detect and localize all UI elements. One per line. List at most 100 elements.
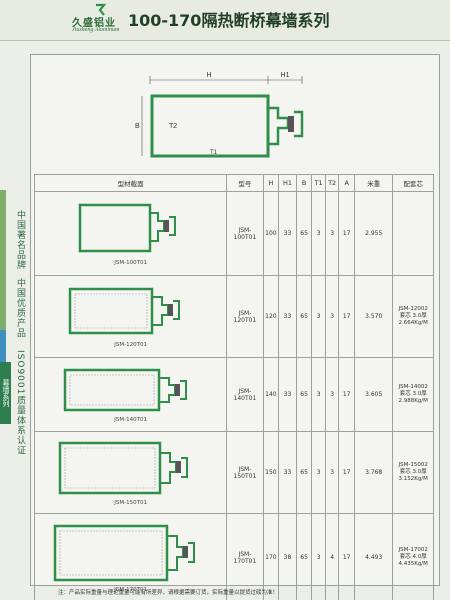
col-b: B [295,174,313,192]
cell-h: 120 [262,275,280,358]
cell-t1: 3 [311,431,326,514]
cell-t1: 3 [311,513,326,600]
profile-120-icon [68,287,180,335]
footnote: 注：产品实际重量与理论重量可能有所差异，请根据需要订货，实际重量以提货过磅为准！ [58,590,279,596]
cell-h1: 33 [278,275,297,358]
core-weight: 2.988Kg/M [398,398,428,404]
profile-150-icon [58,441,188,495]
profile-cell: JSM-140T01 [33,357,228,432]
cell-t1: 3 [311,357,326,432]
core-type: 套芯 3.0厚 [399,391,427,397]
cell-model: JSM-100T01 [226,191,264,276]
core-weight: 2.664Kg/M [398,320,428,326]
col-a: A [338,174,355,192]
cell-a: 17 [338,275,355,358]
side-tab-curtain-wall: 幕墙系列 [0,362,11,424]
cell-a: 17 [338,513,355,600]
profile-label: JSM-120T01 [114,342,147,348]
brand-name-en: Jiusheng Aluminum [72,27,120,33]
cell-t2: 3 [324,431,340,514]
table-header-row: 型材截面 型号 H H1 B T1 T2 A 米重 配套芯 [33,174,434,192]
cell-core: JSM-12002 套芯 3.0厚 2.664Kg/M [392,275,434,358]
profile-label: JSM-100T01 [114,260,147,266]
dim-label-t1: T1 [210,150,218,156]
cell-core: JSM-15002 套芯 3.0厚 3.152Kg/M [392,431,434,514]
cell-b: 65 [295,513,313,600]
profile-140-icon [63,368,187,412]
profile-cell: JSM-100T01 [33,191,228,276]
profile-cell: JSM-150T01 [33,431,228,514]
dimension-drawing: H H1 B T2 T1 [135,72,304,158]
brand-logo-icon [96,3,107,16]
cell-weight: 3.570 [353,275,394,358]
cell-model: JSM-140T01 [226,357,264,432]
cell-h1: 33 [278,357,297,432]
table-row: JSM-150T01 JSM-150T01 150 33 65 3 3 17 3… [33,431,434,514]
cell-weight: 4.493 [353,513,394,600]
col-model: 型号 [226,174,264,192]
profile-label: JSM-170T01 [114,587,147,593]
dim-label-h: H [206,72,211,79]
col-t1: T1 [311,174,326,192]
cell-core [392,191,434,276]
cell-t1: 3 [311,191,326,276]
col-weight: 米重 [353,174,394,192]
core-type: 套芯 3.0厚 [399,469,427,475]
cell-h1: 38 [278,513,297,600]
core-type: 套芯 3.0厚 [399,313,427,319]
dim-label-b: B [135,123,140,130]
cell-b: 65 [295,431,313,514]
cell-a: 17 [338,431,355,514]
cell-t1: 3 [311,275,326,358]
core-weight: 3.152Kg/M [398,476,428,482]
profile-cell: JSM-170T01 [33,513,228,600]
col-h1: H1 [278,174,297,192]
core-type: 套芯 4.0厚 [399,554,427,560]
cell-t2: 4 [324,513,340,600]
cell-t2: 3 [324,275,340,358]
side-text-brand: 中国著名品牌 [15,210,25,270]
cell-core: JSM-14002 套芯 3.0厚 2.988Kg/M [392,357,434,432]
table-row: JSM-170T01 JSM-170T01 170 38 65 3 4 17 4… [33,513,434,600]
cell-b: 65 [295,275,313,358]
core-model: JSM-17002 [398,547,428,553]
dim-label-t2: T2 [169,123,177,130]
cell-weight: 3.605 [353,357,394,432]
cell-h: 150 [262,431,280,514]
cell-core: JSM-17002 套芯 4.0厚 4.435Kg/M [392,513,434,600]
table-row: JSM-100T01 JSM-100T01 100 33 65 3 3 17 2… [33,191,434,276]
header: 久盛铝业 Jiusheng Aluminum 100-170隔热断桥幕墙系列 [0,0,450,41]
cell-weight: 3.768 [353,431,394,514]
cell-b: 65 [295,357,313,432]
core-model: JSM-12002 [398,306,428,312]
col-core: 配套芯 [392,174,434,192]
cell-h1: 33 [278,191,297,276]
col-section: 型材截面 [33,174,228,192]
cell-h: 100 [262,191,280,276]
profile-100-icon [78,203,176,253]
table-row: JSM-120T01 JSM-120T01 120 33 65 3 3 17 3… [33,275,434,358]
dim-label-h1: H1 [281,72,290,79]
spec-table: 型材截面 型号 H H1 B T1 T2 A 米重 配套芯 [33,174,434,600]
cell-h1: 33 [278,431,297,514]
core-model: JSM-15002 [398,462,428,468]
core-model: JSM-14002 [398,384,428,390]
cell-model: JSM-120T01 [226,275,264,358]
col-t2: T2 [324,174,340,192]
col-h: H [262,174,280,192]
profile-170-icon [53,524,195,582]
cell-model: JSM-170T01 [226,513,264,600]
cell-t2: 3 [324,191,340,276]
profile-cell: JSM-120T01 [33,275,228,358]
page-title: 100-170隔热断桥幕墙系列 [128,11,330,30]
side-text-quality: 中国优质产品 [15,278,25,338]
cell-model: JSM-150T01 [226,431,264,514]
cell-b: 65 [295,191,313,276]
side-stripe [0,190,6,330]
profile-label: JSM-140T01 [114,417,147,423]
cell-a: 17 [338,191,355,276]
side-text-iso: ISO9001质量体系认证 [15,350,25,456]
table-row: JSM-140T01 JSM-140T01 140 33 65 3 3 17 3… [33,357,434,432]
cell-a: 17 [338,357,355,432]
